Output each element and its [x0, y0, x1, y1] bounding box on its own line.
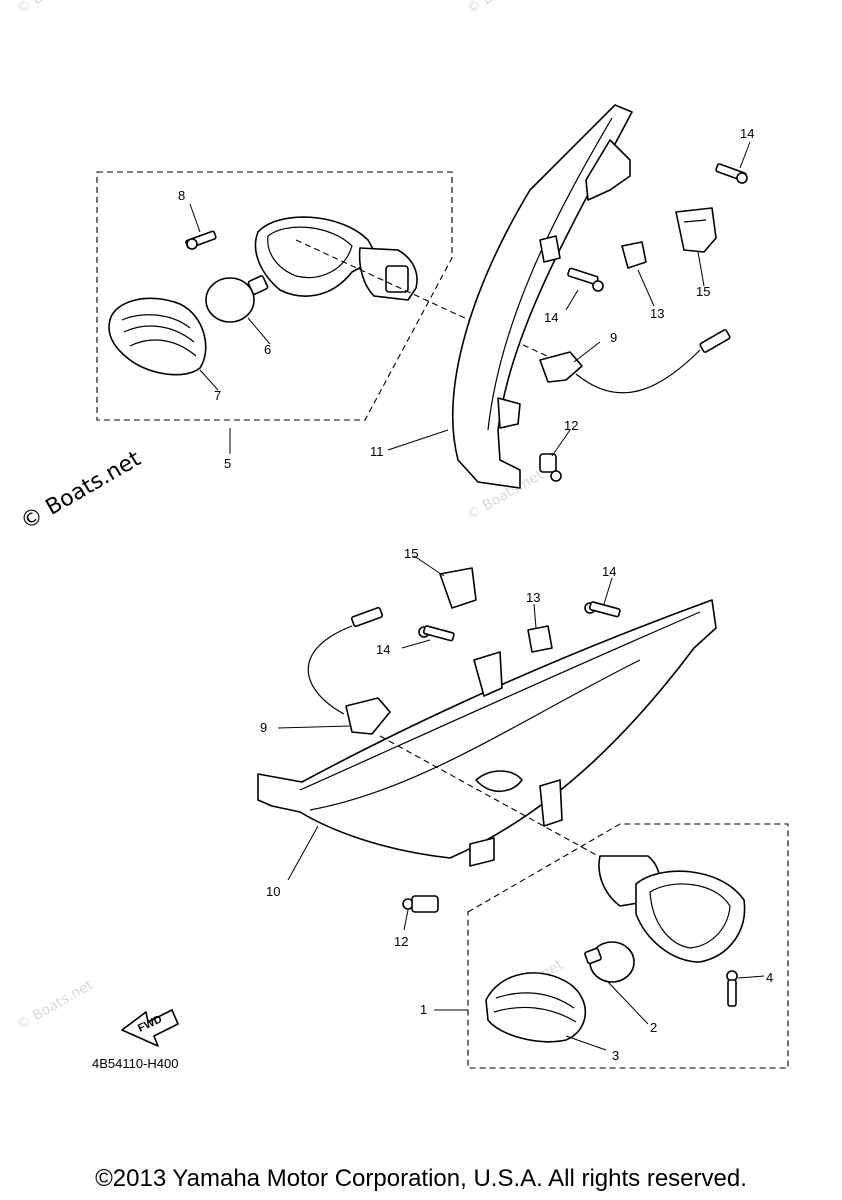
- grommet-13-upper: [621, 241, 647, 269]
- clip-15-lower: [439, 567, 477, 609]
- lens-7: [108, 297, 207, 376]
- clip-15-upper: [675, 207, 717, 253]
- callout-4: 4: [766, 970, 773, 985]
- callout-14-lower-left: 14: [376, 642, 390, 657]
- screw-14-lower-right: [584, 601, 621, 618]
- screw-14-upper-right: [715, 163, 748, 184]
- side-cover-10: [257, 599, 717, 867]
- callout-13-lower: 13: [526, 590, 540, 605]
- callout-15-upper: 15: [696, 284, 710, 299]
- callout-5: 5: [224, 456, 231, 471]
- fwd-arrow-icon: FWD: [121, 1009, 179, 1047]
- lower-centerline: [379, 735, 621, 869]
- callout-14-lower-right: 14: [602, 564, 616, 579]
- harness-9-upper: [539, 329, 731, 394]
- callout-14-upper-right: 14: [740, 126, 754, 141]
- side-cover-11: [452, 104, 633, 489]
- screw-8: [185, 230, 217, 250]
- bolt-12-lower: [402, 895, 439, 913]
- flasher-housing-upper: [254, 216, 418, 301]
- bolt-12-upper: [539, 453, 562, 482]
- callout-8: 8: [178, 188, 185, 203]
- bulb-2: [584, 941, 635, 983]
- callout-14-upper-mid: 14: [544, 310, 558, 325]
- callout-13-upper: 13: [650, 306, 664, 321]
- watermark-primary: © Boats.net: [17, 446, 146, 535]
- callout-9-lower: 9: [260, 720, 267, 735]
- callout-10: 10: [266, 884, 280, 899]
- callout-6: 6: [264, 342, 271, 357]
- callout-1: 1: [420, 1002, 427, 1017]
- grommet-13-lower: [527, 625, 553, 653]
- copyright-notice: ©2013 Yamaha Motor Corporation, U.S.A. A…: [95, 1165, 747, 1192]
- diagram-code: 4B54110-H400: [92, 1056, 179, 1071]
- callout-9-upper: 9: [610, 330, 617, 345]
- callout-11: 11: [370, 444, 384, 459]
- leader-lines: [189, 141, 765, 1051]
- callout-12-upper: 12: [564, 418, 578, 433]
- assembly-5-outline: [96, 171, 453, 421]
- callout-15-lower: 15: [404, 546, 418, 561]
- watermark-top-1: © Boats.net: [14, 0, 96, 17]
- assembly-1-outline: [467, 823, 789, 1069]
- lens-3: [485, 972, 587, 1043]
- harness-9-lower: [307, 606, 391, 735]
- callout-3: 3: [612, 1048, 619, 1063]
- bulb-6: [205, 275, 269, 323]
- callout-7: 7: [214, 388, 221, 403]
- screw-4: [726, 970, 738, 1007]
- flasher-housing-lower: [598, 855, 746, 963]
- watermark-lower-left: © Boats.net: [14, 977, 96, 1034]
- screw-14-lower-left: [418, 625, 455, 642]
- watermark-top-2: © Boats.net: [464, 0, 546, 17]
- callout-12-lower: 12: [394, 934, 408, 949]
- callout-2: 2: [650, 1020, 657, 1035]
- screw-14-upper-mid: [567, 267, 604, 292]
